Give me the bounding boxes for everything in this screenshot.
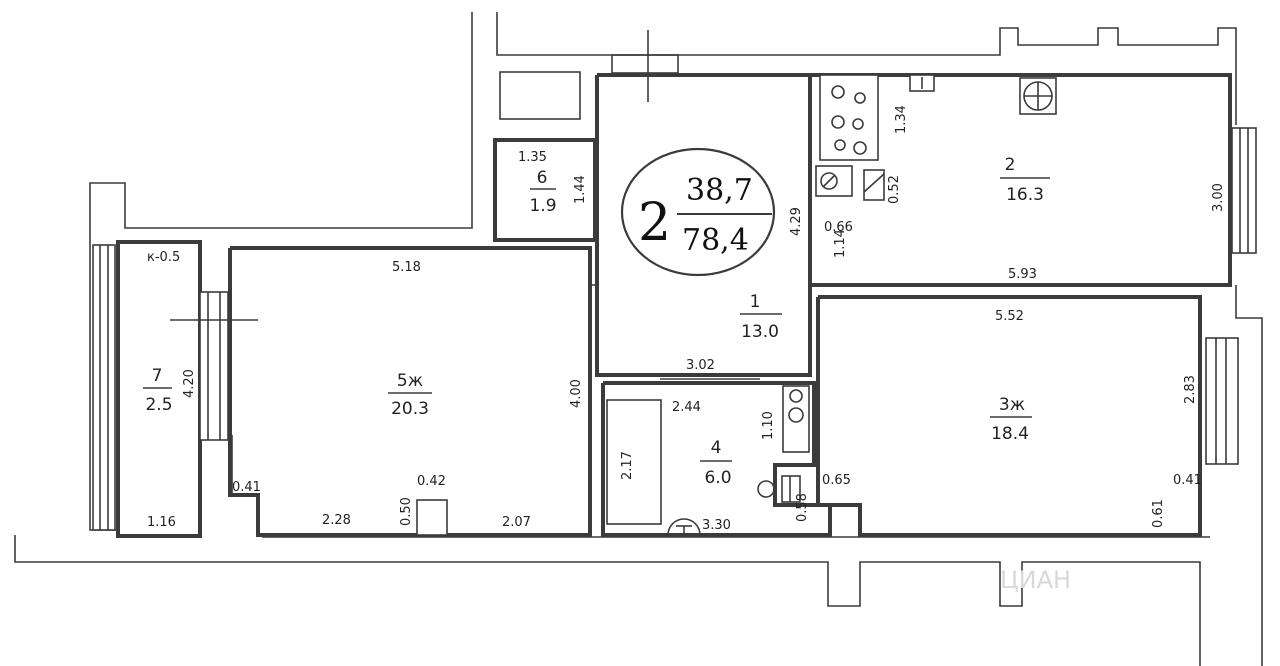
svg-text:3ж: 3ж <box>999 395 1025 415</box>
svg-text:0.66: 0.66 <box>824 220 853 235</box>
duct-niche <box>416 499 448 536</box>
svg-text:1: 1 <box>750 292 761 312</box>
svg-text:2.44: 2.44 <box>672 400 701 415</box>
svg-text:4: 4 <box>711 438 722 458</box>
bathtub-icon <box>606 399 662 525</box>
svg-text:0.41: 0.41 <box>1173 473 1202 488</box>
svg-text:1.16: 1.16 <box>147 515 176 530</box>
svg-text:5ж: 5ж <box>397 371 423 391</box>
svg-text:2.83: 2.83 <box>1183 375 1198 404</box>
kitchen-stove-icon <box>819 74 879 161</box>
room-label-6: 6 1.9 <box>529 168 556 216</box>
vent-block <box>499 71 581 120</box>
vent-shaft <box>611 54 679 74</box>
svg-text:4.20: 4.20 <box>182 369 197 398</box>
washbasin-icon <box>782 385 810 453</box>
svg-text:1.34: 1.34 <box>894 105 909 134</box>
svg-text:3.00: 3.00 <box>1211 183 1226 212</box>
room-5-walls <box>228 246 592 537</box>
room-1-walls <box>595 73 812 377</box>
svg-text:4.29: 4.29 <box>789 207 804 236</box>
summary-rooms: 2 <box>638 193 671 253</box>
svg-text:0.52: 0.52 <box>887 175 902 204</box>
svg-text:1.9: 1.9 <box>529 196 556 216</box>
room-4-walls <box>601 381 832 537</box>
windows <box>92 127 1257 531</box>
svg-text:0.58: 0.58 <box>795 493 810 522</box>
svg-text:5.52: 5.52 <box>995 309 1024 324</box>
svg-text:18.4: 18.4 <box>991 424 1029 444</box>
dimension-labels: 1.35 1.44 1.34 0.52 0.66 1.14 3.00 5.93 … <box>147 105 1226 533</box>
svg-text:2.5: 2.5 <box>145 395 172 415</box>
room-label-4: 4 6.0 <box>700 438 732 488</box>
doors <box>231 284 760 495</box>
svg-text:1.10: 1.10 <box>761 411 776 440</box>
svg-text:1.14: 1.14 <box>833 229 848 258</box>
svg-text:2.07: 2.07 <box>502 515 531 530</box>
room-label-5: 5ж 20.3 <box>388 371 432 419</box>
watermark: ЦИАН <box>1000 566 1071 594</box>
svg-text:2.17: 2.17 <box>620 451 635 480</box>
svg-text:0.61: 0.61 <box>1151 499 1166 528</box>
svg-text:6: 6 <box>537 168 548 188</box>
summary-total-area: 78,4 <box>682 223 749 258</box>
room-label-7: 7 2.5 <box>143 366 173 415</box>
svg-text:к-0.5: к-0.5 <box>147 250 180 265</box>
summary-living-area: 38,7 <box>686 173 753 208</box>
svg-text:3.02: 3.02 <box>686 358 715 373</box>
svg-text:3.30: 3.30 <box>702 518 731 533</box>
room-3-walls <box>816 295 1202 537</box>
svg-text:0.65: 0.65 <box>822 473 851 488</box>
room-label-1: 1 13.0 <box>740 292 782 342</box>
svg-text:5.93: 5.93 <box>1008 267 1037 282</box>
svg-text:0.50: 0.50 <box>399 497 414 526</box>
room-label-3: 3ж 18.4 <box>990 395 1032 444</box>
room-2-walls <box>810 73 1232 287</box>
svg-text:5.18: 5.18 <box>392 260 421 275</box>
kitchen-sink-icon <box>815 165 885 201</box>
toilet-icon <box>757 475 801 503</box>
svg-text:1.35: 1.35 <box>518 150 547 165</box>
svg-text:0.41: 0.41 <box>232 480 261 495</box>
svg-text:2: 2 <box>1005 155 1016 175</box>
svg-text:20.3: 20.3 <box>391 399 429 419</box>
svg-text:4.00: 4.00 <box>569 379 584 408</box>
area-summary-badge: 2 38,7 78,4 <box>620 147 776 277</box>
svg-text:16.3: 16.3 <box>1006 185 1044 205</box>
svg-text:6.0: 6.0 <box>704 468 731 488</box>
room-label-2: 2 16.3 <box>1000 155 1050 205</box>
svg-text:7: 7 <box>152 366 163 386</box>
svg-text:0.42: 0.42 <box>417 474 446 489</box>
floor-drain-icon <box>667 518 701 536</box>
svg-text:1.44: 1.44 <box>573 175 588 204</box>
svg-text:2.28: 2.28 <box>322 513 351 528</box>
boiler-icon <box>909 74 1057 115</box>
svg-text:13.0: 13.0 <box>741 322 779 342</box>
